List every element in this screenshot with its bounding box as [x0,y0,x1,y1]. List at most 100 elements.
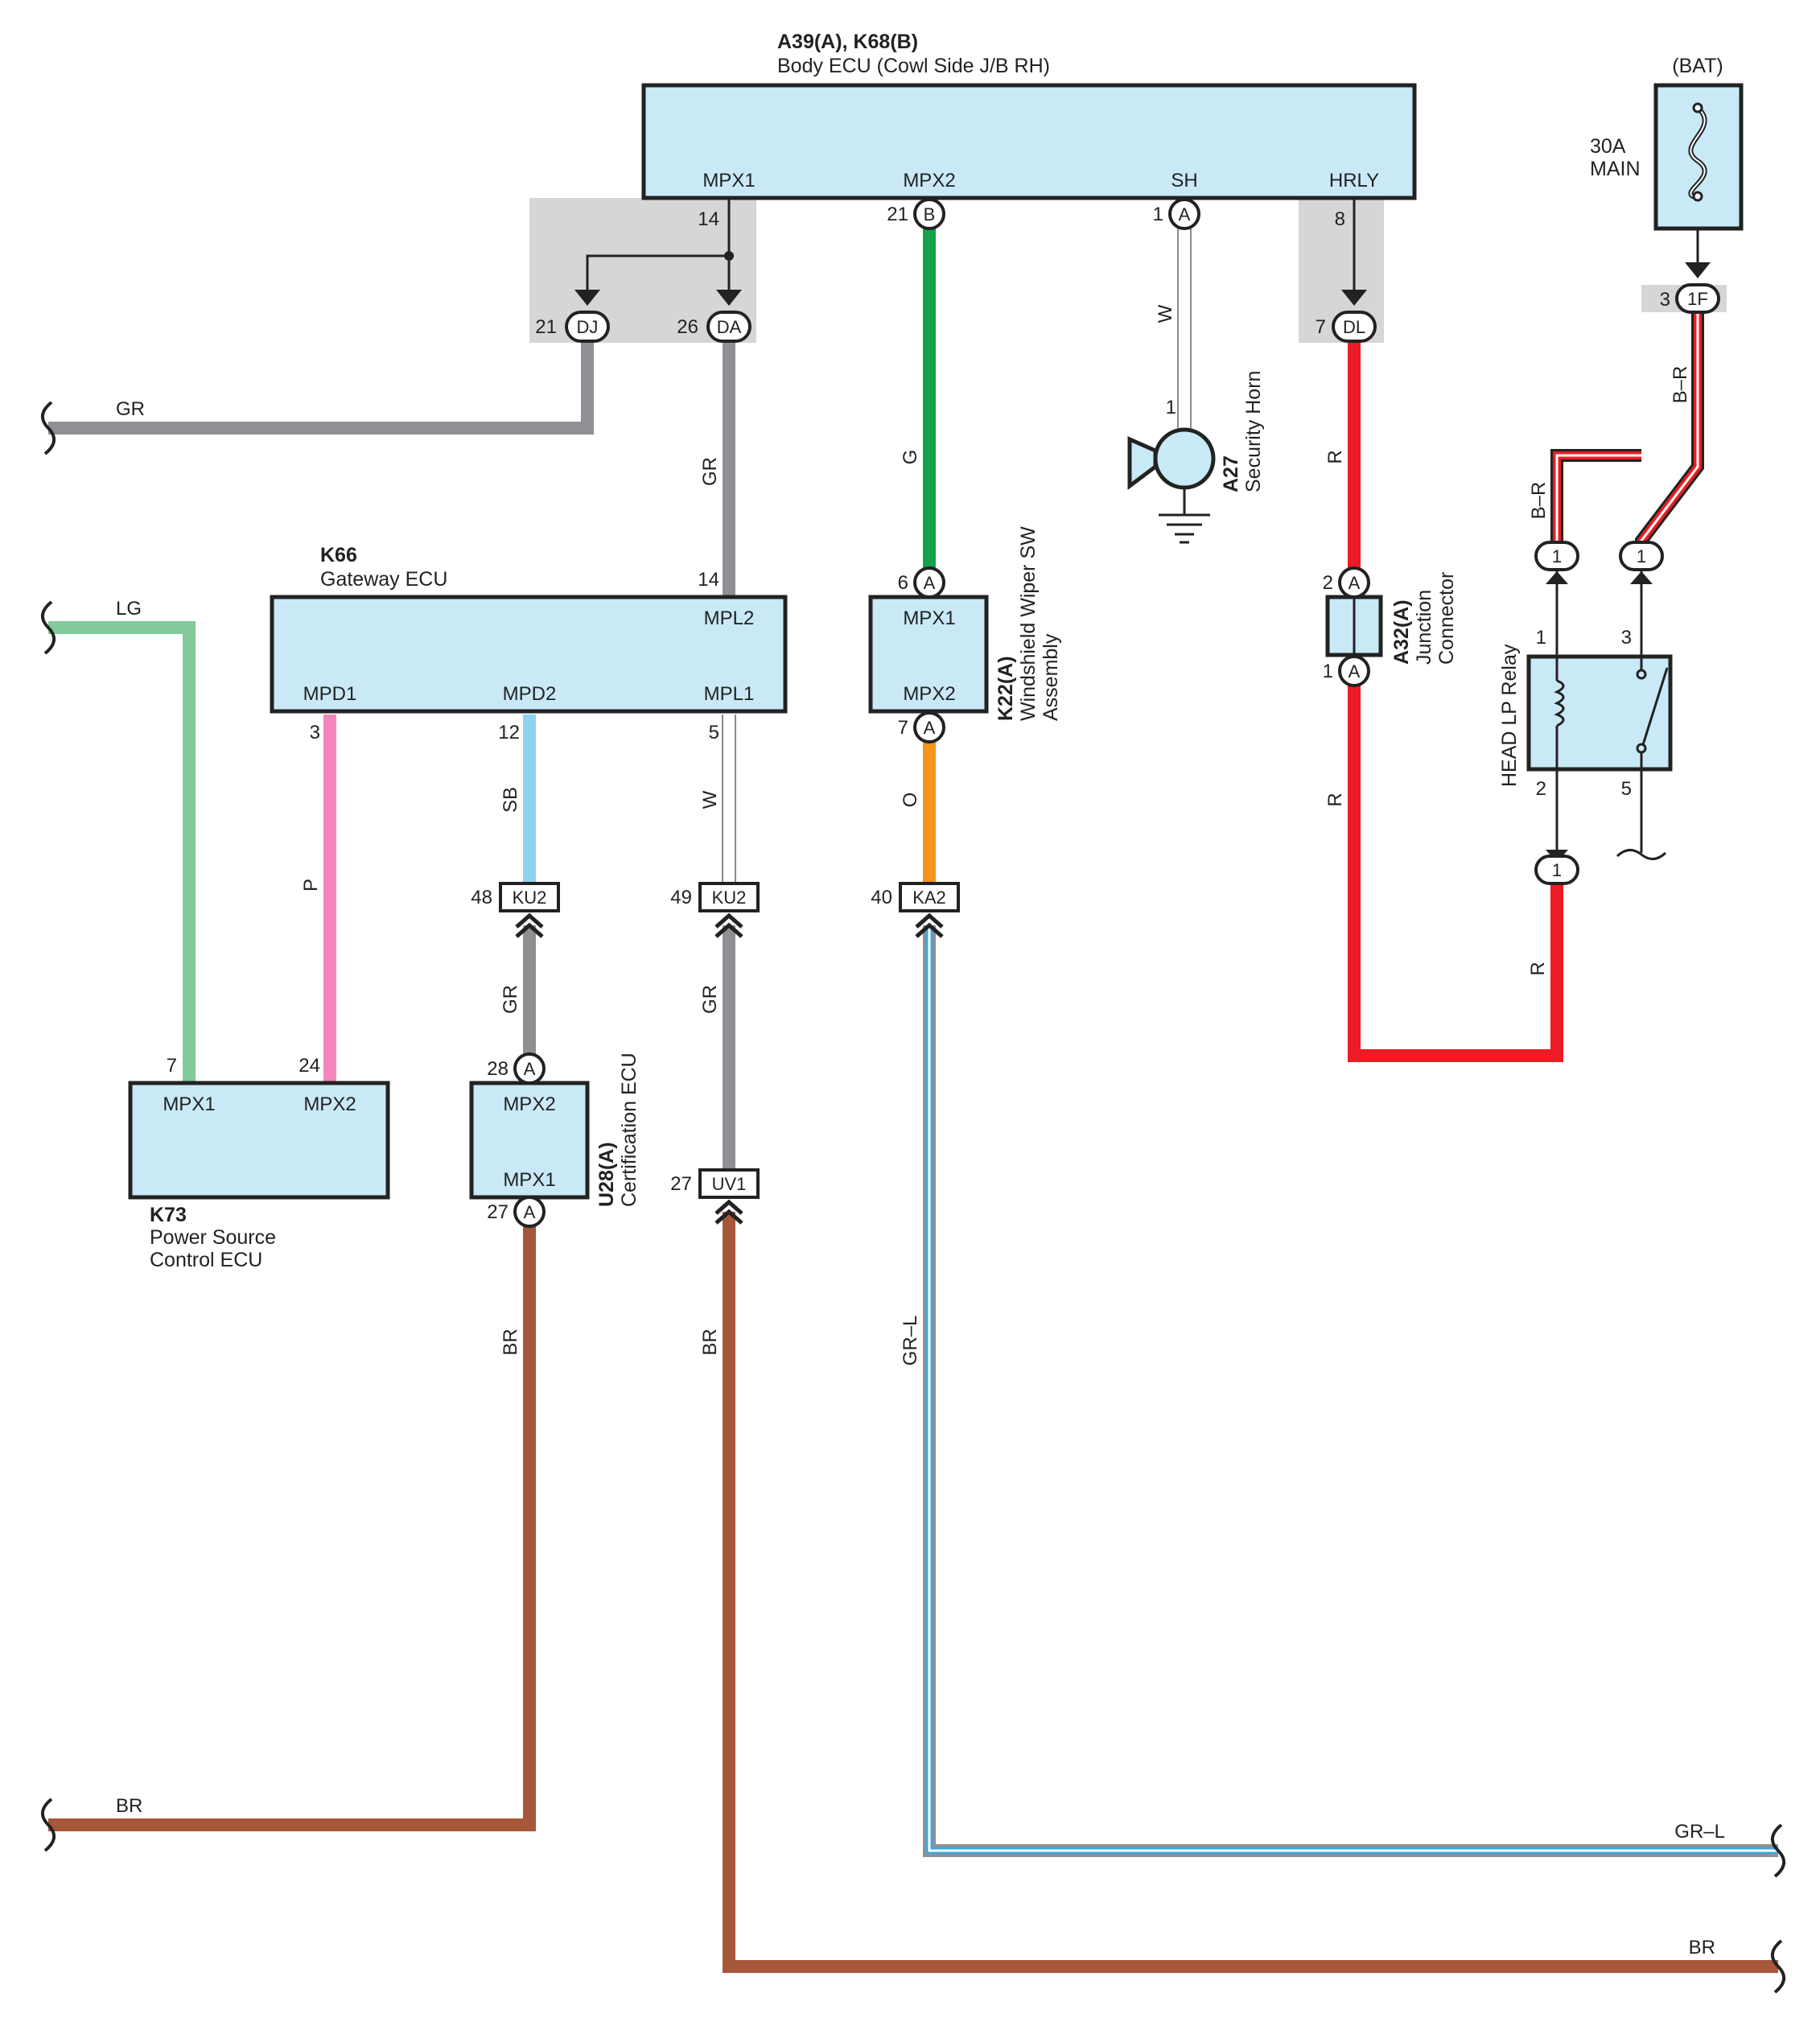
cert-pin-mpx1: MPX1 [503,1169,555,1191]
pin-number: 7 [898,717,908,739]
certification-ecu-name: Certification ECU [618,1052,640,1207]
pin-number: 7 [167,1055,177,1077]
svg-text:KA2: KA2 [912,888,946,908]
pin-number: 40 [871,887,892,908]
body-pin-mpx1: MPX1 [702,170,755,192]
certification-ecu-box [469,1081,590,1200]
connector-relay-out: 1 [1534,855,1579,885]
power-source-ecu-code: K73 [150,1204,187,1226]
wire-label-gr-l: GR–L [900,1316,921,1366]
break-gr-left [41,401,56,455]
svg-text:KU2: KU2 [712,888,747,908]
gateway-ecu-code: K66 [320,544,357,566]
gateway-pin-mpd1: MPD1 [303,683,357,705]
pin-number: 48 [471,887,492,908]
wire-b-r-main-red [1637,311,1702,550]
wire-lg [48,621,196,1083]
wire-gr-l-stripe [926,925,1778,1854]
pin-number: 6 [898,572,908,594]
svg-text:DA: DA [717,317,742,337]
pin-number: 14 [698,569,719,591]
gateway-pin-mpl2: MPL2 [704,607,755,629]
arrow-dl [1341,290,1367,306]
pin-number: 1 [1153,204,1163,225]
pin-number: 7 [1316,316,1326,338]
wire-label-gr: GR [500,985,521,1014]
wire-label-br: BR [116,1795,142,1817]
pin-number: 27 [670,1173,692,1195]
arrow-1f [1685,262,1711,278]
svg-text:1F: 1F [1687,289,1708,309]
arrow-dj [574,290,600,306]
connector-relay-in-3: 1 [1619,541,1664,571]
connector-a-cert-mpx1: A [513,1196,546,1228]
relay-coil-icon [1554,657,1565,769]
gateway-ecu-box [270,595,788,714]
power-source-ecu-name-line1: Power Source [150,1226,276,1249]
pin-number: 8 [1335,208,1345,230]
svg-text:A: A [924,718,936,738]
wire-b-r-main-outline [1635,311,1704,550]
power-source-ecu-box [128,1081,390,1200]
wiper-sw-name-line1: Windshield Wiper SW [1017,526,1040,721]
certification-ecu-code: U28(A) [595,1142,618,1207]
wiper-sw-code: K22(A) [994,656,1017,721]
head-lp-relay-name: HEAD LP Relay [1498,644,1521,787]
wire-r-bottom [1348,679,1563,1062]
svg-text:B: B [924,204,936,224]
connector-a-body-sh: A [1168,198,1200,230]
connector-a-wiper-mpx1: A [913,566,945,599]
security-horn-code: A27 [1220,455,1242,492]
wiper-pin-mpx1: MPX1 [903,607,955,629]
pin-number: 5 [1621,778,1632,800]
connector-dj: DJ [565,311,610,343]
fuse-source: (BAT) [1672,55,1723,77]
break-lg-left [41,600,56,655]
connector-a-wiper-mpx2: A [913,711,945,743]
body-pin-hrly: HRLY [1329,170,1379,192]
wire-b-r-main-stripe [1640,311,1699,550]
wire-label-gr: GR [699,985,721,1014]
relay-switch-dot-bottom [1636,743,1647,754]
wire-label-g: G [900,450,921,465]
ps-pin-mpx1: MPX1 [163,1093,215,1115]
splice-mpx1 [586,198,731,296]
relay-switch-dot-top [1636,669,1647,680]
connector-ka2: KA2 [899,882,960,938]
junction-connector-code: A32(A) [1390,599,1413,665]
pin-number: 28 [487,1058,509,1080]
wiper-sw-box [868,595,989,714]
wire-label-w: W [699,790,721,809]
wire-label-gr-l: GR–L [1674,1821,1725,1843]
connector-uv1: UV1 [698,1168,760,1225]
ps-pin-mpx2: MPX2 [303,1093,356,1115]
svg-text:A: A [524,1059,536,1079]
svg-text:1: 1 [1552,546,1562,566]
wire-label-w: W [1155,304,1176,323]
pin-number: 49 [670,887,692,908]
wire-gr-l-outline [923,925,1778,1857]
connector-ku2-b: KU2 [698,882,760,938]
fuse-rating: 30A [1590,135,1626,158]
wire-gr-left [48,343,594,434]
wire-b-r-branch-stripe [1555,454,1641,550]
connector-a-cert-mpx2: A [513,1052,546,1085]
break-br-right [1771,1939,1785,1994]
pin-number: 2 [1323,572,1333,594]
gateway-pin-mpd2: MPD2 [503,683,557,705]
wire-b-r-branch-red [1553,451,1641,550]
fuse-terminal-top [1692,102,1703,113]
pin-number: 1 [1323,661,1333,682]
body-ecu-code: A39(A), K68(B) [777,31,918,53]
pin-number: 24 [299,1055,320,1077]
connector-ku2-a: KU2 [499,882,560,938]
svg-text:A: A [1349,573,1361,593]
pin-number: 21 [535,316,557,338]
wire-label-sb: SB [500,787,521,813]
connector-b-body: B [913,198,945,230]
wiper-pin-mpx2: MPX2 [903,683,955,705]
pin-number: 1 [1536,627,1546,649]
svg-text:UV1: UV1 [712,1174,747,1194]
wire-br-right [723,1212,1778,1973]
